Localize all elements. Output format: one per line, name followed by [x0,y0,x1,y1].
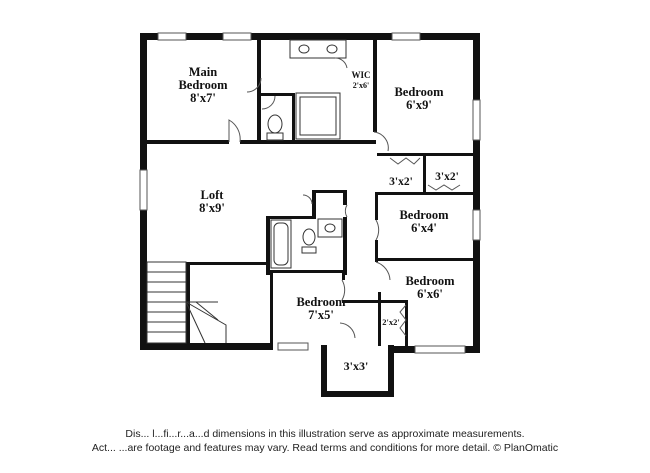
main-bedroom-name: Main [189,65,218,79]
wic-dims: 2'x6' [353,81,369,90]
sink-icon [324,223,336,233]
vanity [289,39,347,59]
bathroom-fixtures [266,39,347,269]
windows [139,32,481,354]
disclaimer-line-1: Dis... l...fi...r...a...d dimensions in … [125,428,525,440]
bedroom-se-dims: 6'x6' [417,287,443,301]
closet-d-dims: 3'x3' [344,359,369,373]
toilet-tank [266,132,284,141]
toilet-tank [301,246,317,254]
sink-icon [326,44,338,54]
staircase [146,261,227,344]
doors [228,57,461,339]
closet-a-dims: 3'x2' [389,176,413,188]
bedroom-ne-dims: 6'x9' [406,98,432,112]
shower-pan [299,96,337,136]
wic-name: WIC [351,70,370,80]
bedroom-ne-name: Bedroom [394,85,444,99]
tub-inner [273,222,289,266]
toilet-icon [302,228,316,246]
loft-dims: 8'x9' [199,201,225,215]
bedroom-e-name: Bedroom [399,208,449,222]
tub [270,219,292,269]
interior-walls [147,40,473,350]
shower [295,92,341,140]
bedroom-e-dims: 6'x4' [411,221,437,235]
disclaimer-line-2: Act... ...are footage and features may v… [91,442,559,454]
vanity-2 [317,218,343,238]
bedroom-se-name: Bedroom [405,274,455,288]
main-bedroom-name-2: Bedroom [178,78,228,92]
toilet-icon [267,114,283,134]
closet-b-dims: 3'x2' [435,171,459,183]
bedroom-s-dims: 7'x5' [308,308,334,322]
loft-name: Loft [201,188,225,202]
sink-icon [298,44,310,54]
main-bedroom-dims: 8'x7' [190,91,216,105]
closet-c-dims: 2'x2' [382,317,399,327]
bedroom-s-name: Bedroom [296,295,346,309]
